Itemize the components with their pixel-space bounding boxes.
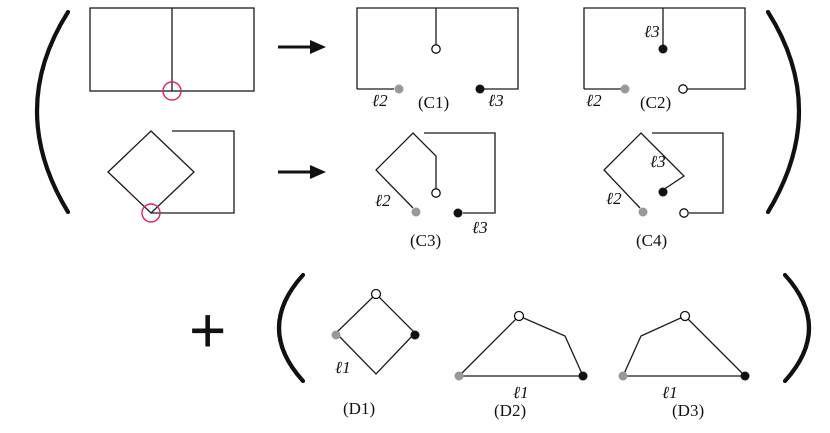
D2-shape (457, 315, 585, 377)
D1-gray-dot (331, 330, 341, 340)
vertex-marker-2 (141, 203, 161, 223)
C2-outline (583, 7, 746, 90)
source-rect-diagram (89, 7, 255, 101)
diagram-C4: ℓ3 ℓ2 (C4) (603, 132, 724, 250)
C1-label-l3: ℓ3 (488, 91, 504, 110)
D2-open-dot (513, 310, 525, 322)
D2-label-l1: ℓ1 (513, 383, 529, 402)
D1-label-l1: ℓ1 (335, 358, 351, 377)
D3-caption: (D3) (672, 401, 704, 420)
C2-caption: (C2) (640, 93, 671, 112)
C1-caption: (C1) (418, 93, 449, 112)
C2-gray-dot (620, 84, 630, 94)
C4-gray-dot (638, 207, 648, 217)
C3-bracket (424, 132, 496, 214)
C2-black-dot (658, 44, 668, 54)
C1-outline (356, 7, 519, 90)
C1-label-l2: ℓ2 (372, 91, 388, 110)
source-bracket (151, 130, 235, 214)
diagram-D3: ℓ1 (D3) (618, 310, 750, 420)
C1-black-dot (475, 84, 485, 94)
diagram-D2: ℓ1 (D2) (454, 310, 588, 420)
D3-open-dot (679, 310, 691, 322)
source-diamond (107, 130, 195, 214)
C3-black-dot (453, 208, 463, 218)
arrow-row-2 (278, 165, 326, 179)
diagram-C1: ℓ2 (C1) ℓ3 (356, 7, 519, 112)
arrow-row-1 (278, 40, 326, 54)
diagram-C2: ℓ3 ℓ2 (C2) (583, 7, 746, 112)
C3-caption: (C3) (410, 231, 441, 250)
C4-bracket (652, 132, 724, 214)
C4-label-l3: ℓ3 (650, 152, 666, 171)
D1-caption: (D1) (343, 399, 375, 418)
C4-diamond-path (603, 132, 686, 209)
D1-diamond (335, 293, 416, 375)
D3-black-dot (740, 371, 750, 381)
C3-label-l2: ℓ2 (375, 191, 391, 210)
source-diamond-diagram (107, 130, 235, 223)
C2-label-l3: ℓ3 (644, 22, 660, 41)
C3-diamond-path (375, 132, 437, 209)
diagram-C3: ℓ2 ℓ3 (C3) (375, 132, 496, 250)
plus-sign: + (189, 294, 226, 366)
D2-black-dot (578, 371, 588, 381)
C3-open-dot (431, 188, 441, 198)
C2-open-dot (678, 84, 688, 94)
D3-shape (621, 315, 747, 377)
D3-label-l1: ℓ1 (662, 383, 678, 402)
left-paren-top (35, 9, 71, 215)
C4-caption: (C4) (636, 231, 667, 250)
C2-label-l2: ℓ2 (586, 91, 602, 110)
D3-gray-dot (618, 371, 628, 381)
C4-open-dot (679, 208, 689, 218)
right-paren-bottom (782, 272, 812, 384)
C1-open-dot (431, 44, 441, 54)
D1-black-dot (410, 330, 420, 340)
C4-label-l2: ℓ2 (606, 189, 622, 208)
right-paren-top (765, 9, 801, 215)
diagram-D1: ℓ1 (D1) (331, 288, 420, 418)
C1-gray-dot (394, 84, 404, 94)
C3-label-l3: ℓ3 (472, 218, 488, 237)
C4-black-dot (658, 187, 668, 197)
vertex-marker-1 (162, 81, 182, 101)
left-paren-bottom (276, 272, 306, 384)
D2-caption: (D2) (494, 401, 526, 420)
D2-gray-dot (454, 371, 464, 381)
D1-open-dot (370, 288, 382, 300)
C3-gray-dot (411, 207, 421, 217)
